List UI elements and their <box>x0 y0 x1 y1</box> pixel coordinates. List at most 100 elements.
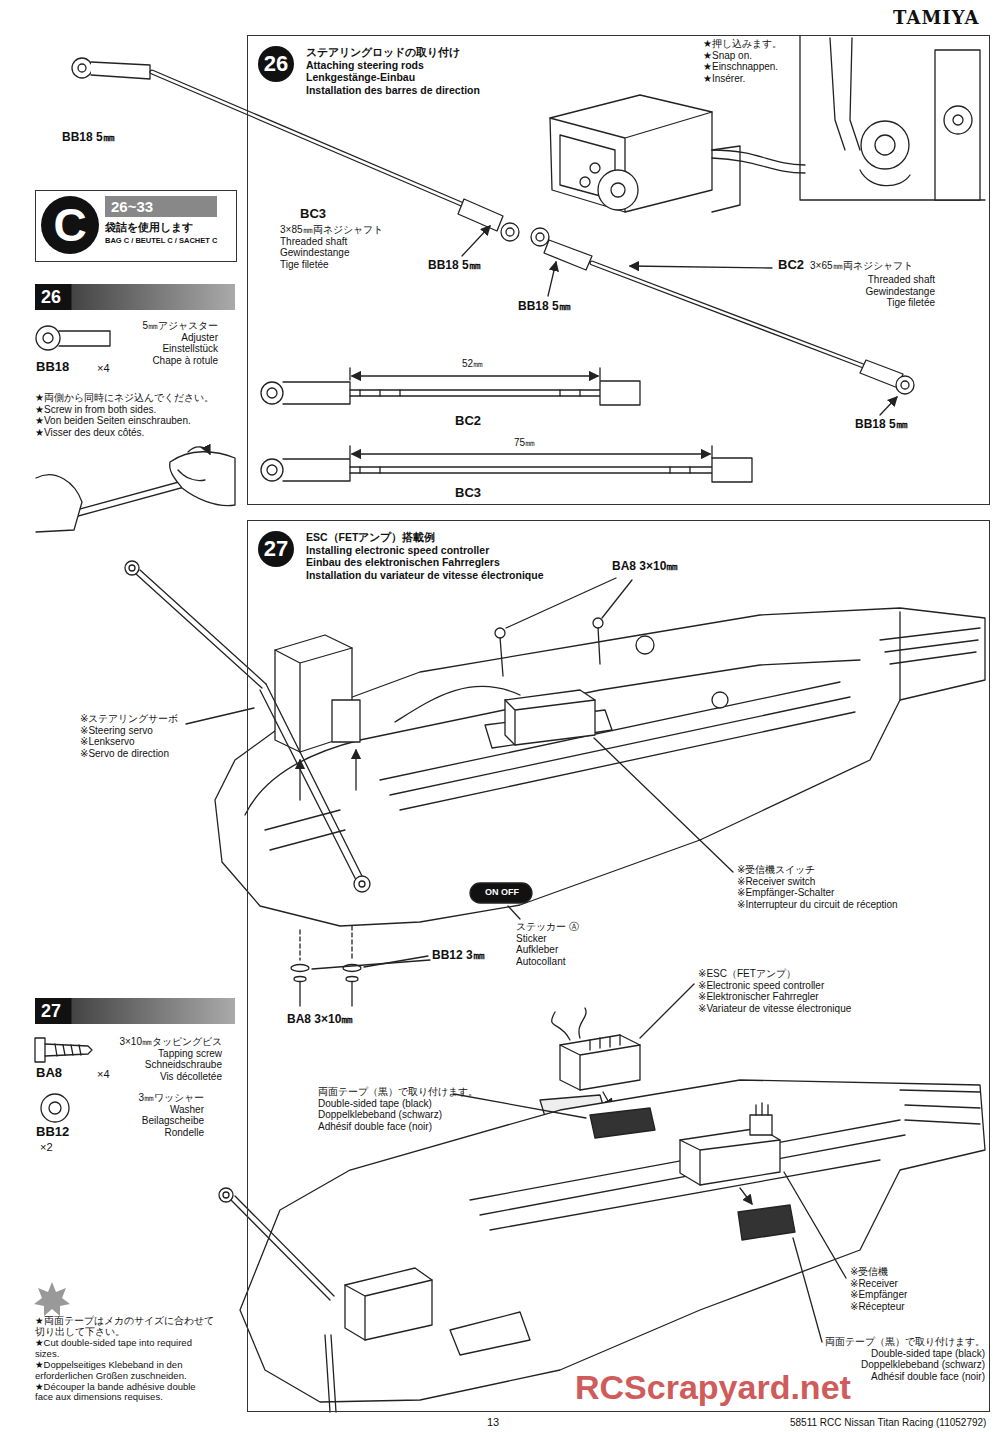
note-text: ★Cut double-sided tape into required siz… <box>35 1338 215 1360</box>
label-group: RCScrapyard.net <box>575 1368 851 1407</box>
illustration-circle <box>636 636 654 654</box>
illustration-circle <box>261 459 283 481</box>
illustration-path <box>45 1044 92 1056</box>
illustration-line <box>880 397 897 415</box>
illustration-circle <box>861 121 909 169</box>
illustration-circle <box>501 223 519 241</box>
note-text: 3×10㎜タッピングビス <box>119 1036 222 1048</box>
illustration-rect <box>712 458 752 482</box>
illustration-circle <box>953 115 963 125</box>
illustration-circle <box>611 183 625 197</box>
illustration-rect <box>600 381 640 405</box>
illustration-line <box>462 226 490 256</box>
label-group: ★押し込みます。★Snap on.★Einschnappen.★Insérer. <box>703 38 782 84</box>
illustration-circle <box>531 228 549 246</box>
illustration-ellipse <box>294 977 306 982</box>
note-text: Gewindestange <box>280 247 383 259</box>
note-text: Washer <box>138 1104 204 1116</box>
illustration-path <box>860 170 910 186</box>
illustration-line <box>630 266 772 268</box>
illustration-circle <box>598 170 638 210</box>
illustration-path <box>91 62 150 79</box>
label-group: 3×85㎜両ネジシャフトThreaded shaftGewindestangeT… <box>280 224 383 270</box>
label-group: TAMIYA <box>893 8 979 29</box>
note-text: ※Empfänger-Schalter <box>737 887 898 899</box>
note-text: Sticker <box>516 933 579 945</box>
illustration-path <box>35 1038 45 1062</box>
label-group: ×2 <box>40 1141 53 1154</box>
note-text: ※Receiver <box>850 1278 907 1290</box>
illustration-path <box>900 1090 980 1124</box>
illustration-path <box>300 926 352 960</box>
part-label: BB18 <box>36 360 69 375</box>
illustration-line <box>186 708 254 724</box>
illustration-path <box>458 199 503 231</box>
illustration-line <box>349 446 350 458</box>
illustration-path <box>590 1108 655 1138</box>
label-group: BC2 <box>455 414 481 429</box>
illustration-path <box>170 452 235 506</box>
illustration-path <box>325 1335 336 1412</box>
note-text: ★押し込みます。 <box>703 38 782 50</box>
illustration-line <box>548 262 556 296</box>
step-number: 27 <box>258 531 294 567</box>
label-group: BB12 3㎜ <box>432 949 485 963</box>
illustration-path <box>560 1045 640 1090</box>
part-label: BB18 5㎜ <box>62 131 115 145</box>
illustration-line <box>640 984 694 1038</box>
label-group: 3×10㎜タッピングビスTapping screwSchneidschraube… <box>119 1036 222 1082</box>
illustration-circle <box>580 177 590 187</box>
illustration-line <box>352 453 710 454</box>
label-group: ステッカー ⒶStickerAufkleberAutocollant <box>516 921 579 967</box>
illustration-path <box>712 150 805 173</box>
note-text: ★両側から同時にネジ込んでください。 <box>35 392 235 404</box>
note-text: Doppelklebeband (schwarz) <box>318 1109 478 1121</box>
label-group: BC3 <box>455 486 481 501</box>
illustration-path <box>283 382 350 404</box>
note-text: 75㎜ <box>514 437 535 449</box>
illustration-circle <box>43 333 53 343</box>
illustration-path <box>680 1140 780 1185</box>
step-title: Attaching steering rods <box>306 59 480 72</box>
note-text: ※受信機 <box>850 1266 907 1278</box>
step-title-ja: ステアリングロッドの取り付け <box>306 46 480 59</box>
note-text: ×4 <box>97 362 110 375</box>
illustration-line <box>594 738 733 872</box>
illustration-circle <box>129 565 135 571</box>
part-label: BA8 3×10㎜ <box>612 560 678 574</box>
illustration-line <box>454 1094 586 1118</box>
illustration-path <box>712 146 740 212</box>
label-group: BA8 3×10㎜ <box>287 1013 353 1027</box>
illustration-path <box>360 467 690 473</box>
label-group: ★両側から同時にネジ込んでください。★Screw in from both si… <box>35 392 235 438</box>
illustration-circle <box>78 64 86 72</box>
note-text: ※Lenkservo <box>80 736 178 748</box>
label-group: BB18 <box>36 360 69 375</box>
illustration-circle <box>41 1094 69 1122</box>
note-text: 両面テープ（黒）で取り付けます。 <box>318 1086 478 1098</box>
step-title: Lenkgestänge-Einbau <box>306 71 480 84</box>
illustration-circle <box>896 376 914 394</box>
note-text: Tapping screw <box>119 1048 222 1060</box>
illustration-circle <box>261 382 283 404</box>
illustration-path <box>560 1035 640 1090</box>
illustration-line <box>740 1188 752 1204</box>
note-text: 3㎜ワッシャー <box>138 1092 204 1104</box>
note-text: ※Elektronischer Fahrregler <box>698 991 851 1003</box>
label-group: ★両面テープはメカのサイズに合わせて切り出して下さい。★Cut double-s… <box>35 1316 215 1403</box>
label-group: ※受信機スイッチ※Receiver switch※Empfänger-Schal… <box>737 864 898 910</box>
illustration-path <box>345 1268 432 1340</box>
note-text: Gewindestange <box>866 286 936 298</box>
note-text: ★Insérer. <box>703 73 782 85</box>
note-text: ★Von beiden Seiten einschrauben. <box>35 415 235 427</box>
illustration-path <box>395 686 520 722</box>
note-text: Aufkleber <box>516 944 579 956</box>
label-group: BB18 5㎜ <box>518 300 571 314</box>
illustration-line <box>349 368 350 380</box>
illustration-ellipse <box>291 965 309 972</box>
illustration-circle <box>901 381 909 389</box>
part-label: BB18 5㎜ <box>855 418 908 432</box>
illustration-path <box>240 1080 985 1402</box>
illustration-path <box>350 467 712 473</box>
illustration-path <box>544 240 592 270</box>
